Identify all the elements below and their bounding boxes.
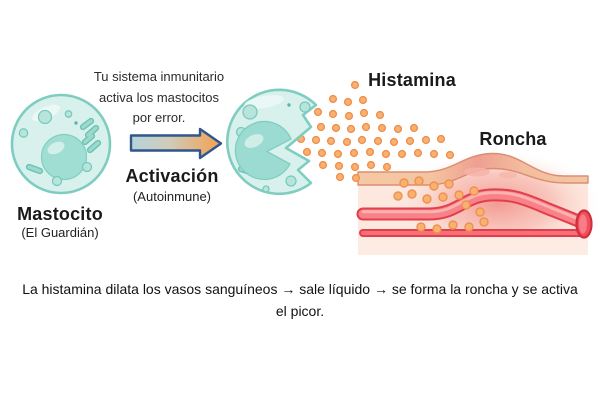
dilated-vessel-illustration bbox=[356, 188, 590, 230]
histamine-dot bbox=[365, 147, 375, 157]
histamine-dots bbox=[296, 80, 455, 183]
histamine-dot bbox=[409, 123, 419, 133]
histamine-dot bbox=[469, 186, 479, 196]
label-mastocito-sub: (El Guardián) bbox=[21, 225, 99, 240]
histamine-dot bbox=[475, 207, 485, 217]
histamine-dot bbox=[413, 148, 423, 158]
histamine-dot bbox=[316, 122, 326, 132]
histamine-dot bbox=[448, 220, 458, 230]
histamine-dot bbox=[393, 124, 403, 134]
histamine-dot bbox=[317, 148, 327, 158]
histamine-dot bbox=[313, 107, 323, 117]
label-roncha: Roncha bbox=[479, 129, 547, 149]
skin-histamine-dots bbox=[393, 176, 489, 234]
histamine-dot bbox=[349, 148, 359, 158]
histamine-dot bbox=[393, 191, 403, 201]
histamine-dot bbox=[342, 137, 352, 147]
histamine-dot bbox=[351, 173, 361, 183]
histamine-dot bbox=[311, 135, 321, 145]
histamine-dot bbox=[331, 123, 341, 133]
histamine-dot bbox=[414, 176, 424, 186]
histamine-dot bbox=[373, 136, 383, 146]
histamine-dot bbox=[479, 217, 489, 227]
histamine-dot bbox=[326, 136, 336, 146]
histamine-dot bbox=[405, 136, 415, 146]
histamine-dot bbox=[357, 135, 367, 145]
explanation-note: Tu sistema inmunitario activa los mastoc… bbox=[93, 69, 225, 125]
mast-cell-illustration bbox=[10, 93, 112, 195]
vessel-open-end bbox=[575, 209, 593, 239]
label-activacion-sub: (Autoinmune) bbox=[132, 189, 212, 204]
histamine-dot bbox=[422, 194, 432, 204]
histamine-dot bbox=[343, 97, 353, 107]
histamine-dot bbox=[358, 95, 368, 105]
activation-arrow-icon bbox=[129, 127, 223, 160]
histamine-dot bbox=[375, 110, 385, 120]
histamine-dot bbox=[389, 137, 399, 147]
histamine-dot bbox=[416, 222, 426, 232]
label-histamina: Histamina bbox=[368, 70, 456, 90]
histamine-dot bbox=[421, 135, 431, 145]
histamine-dot bbox=[407, 189, 417, 199]
label-activacion: Activación bbox=[125, 166, 219, 186]
histamine-dot bbox=[346, 124, 356, 134]
histamine-dot bbox=[361, 122, 371, 132]
histamine-dot bbox=[436, 134, 446, 144]
histamine-dot bbox=[333, 149, 343, 159]
histamine-dot bbox=[438, 192, 448, 202]
histamine-dot bbox=[461, 200, 471, 210]
histamine-dot bbox=[335, 172, 345, 182]
histamine-dot bbox=[328, 94, 338, 104]
caption-text: La histamina dilata los vasos sanguíneos… bbox=[22, 281, 578, 319]
histamine-dot bbox=[366, 160, 376, 170]
histamine-dot bbox=[334, 161, 344, 171]
histamine-dot bbox=[464, 222, 474, 232]
histamine-dot bbox=[382, 162, 392, 172]
histamine-dot bbox=[399, 178, 409, 188]
histamine-dot bbox=[377, 123, 387, 133]
activated-mast-cell-illustration bbox=[226, 88, 318, 196]
skin-wheal-illustration bbox=[356, 151, 600, 255]
histamine-dot bbox=[302, 147, 312, 157]
histamine-dot bbox=[350, 80, 360, 90]
histamine-dot bbox=[397, 149, 407, 159]
histamine-dot bbox=[444, 179, 454, 189]
histamine-dot bbox=[344, 111, 354, 121]
histamine-dot bbox=[328, 109, 338, 119]
label-mastocito: Mastocito bbox=[17, 204, 103, 224]
histamine-dot bbox=[350, 162, 360, 172]
histamine-dot bbox=[318, 160, 328, 170]
histamine-dot bbox=[359, 108, 369, 118]
histamine-dot bbox=[429, 181, 439, 191]
histamine-dot bbox=[429, 149, 439, 159]
histamine-dot bbox=[381, 149, 391, 159]
histamine-dot bbox=[432, 224, 442, 234]
histamine-dot bbox=[445, 150, 455, 160]
histamine-dot bbox=[454, 190, 464, 200]
